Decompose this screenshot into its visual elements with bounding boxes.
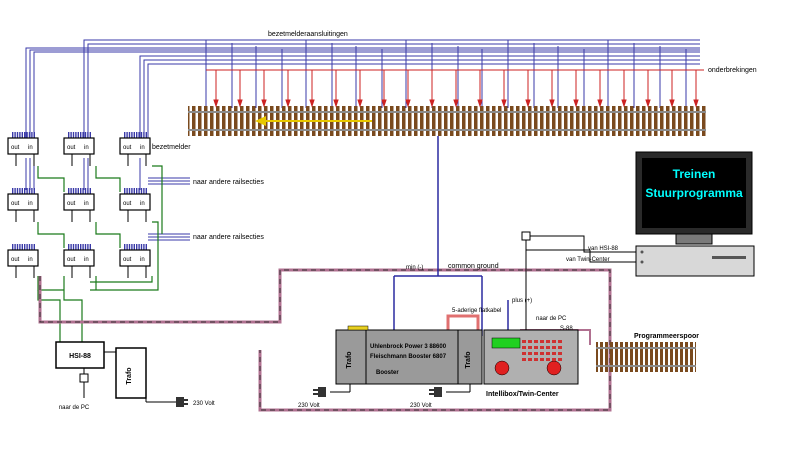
- module-in-label: in: [28, 257, 33, 263]
- module-in-label: in: [84, 201, 89, 207]
- label-naar-de-pc-right: naar de PC: [536, 316, 567, 322]
- trafo-small: Trafo: [104, 347, 188, 407]
- occupancy-module: out in: [63, 132, 95, 166]
- occupancy-module: out in: [7, 244, 39, 278]
- hsi-88-interface: HSI-88: [55, 341, 105, 398]
- label-flatkabel: 5-aderige flatkabel: [452, 308, 501, 314]
- module-in-label: in: [140, 257, 145, 263]
- module-in-label: in: [28, 201, 33, 207]
- label-plus: plus (+): [512, 298, 532, 304]
- label-s88: S-88: [560, 326, 573, 332]
- module-out-label: out: [11, 257, 20, 263]
- module-out-label: out: [11, 201, 20, 207]
- section-leads: [148, 177, 190, 241]
- booster-unit: Trafo Uhlenbrock Power 3 88600 Fleischma…: [313, 325, 459, 397]
- common-ground-wire: [393, 136, 483, 336]
- hsi-88-label: HSI-88: [69, 353, 91, 360]
- module-in-label: in: [84, 257, 89, 263]
- label-programmeerspoor: Programmeerspoor: [634, 333, 699, 340]
- occupancy-module: out in: [63, 188, 95, 222]
- main-track: [188, 106, 706, 136]
- label-bezetmelderaansluitingen: bezetmelderaansluitingen: [268, 31, 348, 38]
- label-naar-andere-railsecties-2: naar andere railsecties: [193, 234, 264, 241]
- trafo-ib-label: Trafo: [465, 351, 472, 368]
- occupancy-module: out in: [119, 132, 151, 166]
- label-common-ground: common ground: [448, 263, 499, 270]
- booster-line-2: Fleischmann Booster 6807: [370, 354, 447, 360]
- occupancy-module: out in: [119, 188, 151, 222]
- s88-bus-wiring: [37, 165, 163, 342]
- module-in-label: in: [140, 201, 145, 207]
- label-naar-de-pc-left: naar de PC: [59, 405, 90, 411]
- label-bezetmelder: bezetmelder: [152, 144, 191, 151]
- label-naar-andere-railsecties-1: naar andere railsecties: [193, 179, 264, 186]
- label-van-twin: van Twin-Center: [566, 257, 610, 263]
- trafo-booster-label: Trafo: [346, 351, 353, 368]
- module-in-label: in: [84, 145, 89, 151]
- module-out-label: out: [123, 257, 132, 263]
- occupancy-module: out in: [63, 244, 95, 278]
- occupancy-module: out in: [7, 132, 39, 166]
- interruption-arrows: [206, 69, 704, 108]
- module-out-label: out: [11, 145, 20, 151]
- label-230-volt-b: 230 Volt: [298, 403, 320, 409]
- module-out-label: out: [67, 257, 76, 263]
- booster-line-1: Uhlenbrock Power 3 88600: [370, 344, 447, 350]
- label-230-volt-c: 230 Volt: [410, 403, 432, 409]
- programming-track: [596, 342, 696, 372]
- monitor-line-2: Stuurprogramma: [645, 186, 743, 200]
- label-230-volt-a: 230 Volt: [193, 401, 215, 407]
- occupancy-module: out in: [119, 244, 151, 278]
- module-in-label: in: [28, 145, 33, 151]
- trafo-small-label: Trafo: [126, 367, 133, 384]
- module-out-label: out: [123, 201, 132, 207]
- booster-line-3: Booster: [376, 370, 399, 376]
- label-van-hsi: van HSI-88: [588, 246, 619, 252]
- pc-link: [521, 231, 636, 330]
- occupancy-module: out in: [7, 188, 39, 222]
- intellibox-twin-center: Trafo: [429, 329, 579, 397]
- module-out-label: out: [67, 201, 76, 207]
- label-min: min (-): [406, 265, 423, 271]
- monitor-line-1: Treinen: [673, 167, 716, 181]
- module-in-label: in: [140, 145, 145, 151]
- label-onderbrekingen: onderbrekingen: [708, 67, 757, 74]
- occupancy-wires: [25, 39, 700, 190]
- occupancy-detector-modules: out in out in out in out in out in out in out in out in…: [7, 132, 151, 278]
- module-out-label: out: [67, 145, 76, 151]
- computer: Treinen Stuurprogramma: [635, 151, 755, 277]
- ib-label: Intellibox/Twin-Center: [486, 391, 559, 398]
- module-out-label: out: [123, 145, 132, 151]
